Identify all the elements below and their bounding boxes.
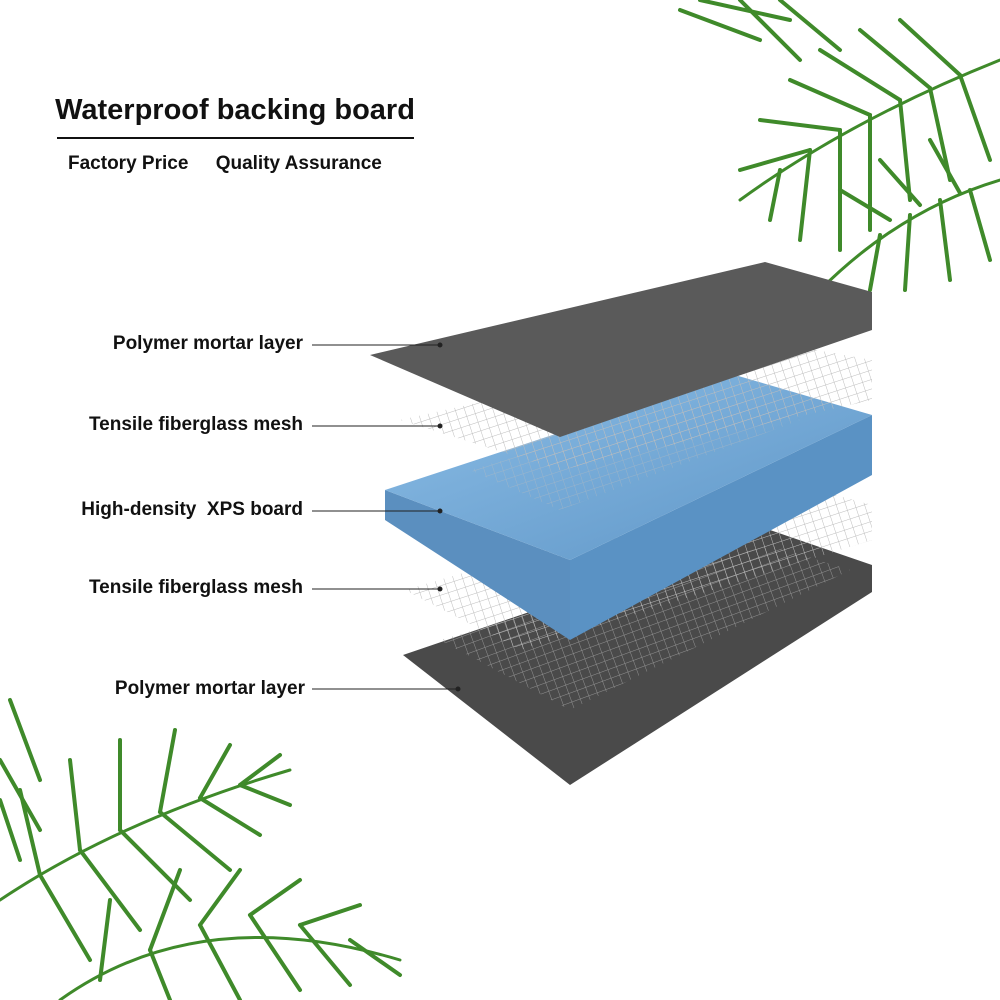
- label-bottom-polymer-mortar: Polymer mortar layer: [114, 678, 305, 699]
- label-xps-board: High-density XPS board: [81, 499, 303, 520]
- title-divider: [57, 137, 414, 139]
- xps-board-side: [570, 415, 872, 640]
- subtitle: Factory Price Quality Assurance: [68, 153, 404, 175]
- palm-leaf-top-right: [678, 0, 1000, 292]
- leader-dot: [437, 586, 443, 592]
- leader-dot: [455, 686, 461, 692]
- palm-leaf-bottom-left: [0, 698, 402, 1000]
- label-top-polymer-mortar: Polymer mortar layer: [112, 333, 303, 354]
- top-mortar-layer: [370, 262, 872, 437]
- bottom-mesh-on-mortar: [440, 545, 850, 710]
- leader-dot: [437, 423, 443, 429]
- label-lower-fiberglass-mesh: Tensile fiberglass mesh: [88, 577, 303, 598]
- subtitle-quality-assurance: Quality Assurance: [215, 153, 382, 174]
- page-title: Waterproof backing board: [55, 94, 415, 126]
- leader-dot: [437, 508, 443, 514]
- xps-board-front: [385, 490, 570, 640]
- leader-dot: [437, 342, 443, 348]
- label-upper-fiberglass-mesh: Tensile fiberglass mesh: [88, 414, 303, 435]
- subtitle-factory-price: Factory Price: [68, 153, 189, 174]
